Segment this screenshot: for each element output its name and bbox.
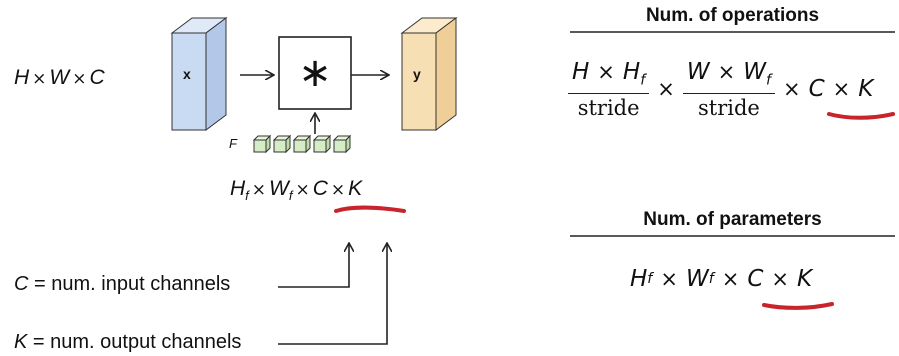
legend-output-channels: K = num. output channels — [14, 331, 242, 353]
legend-input-channels: C = num. input channels — [14, 273, 231, 295]
operations-fraction-width: W×Wf stride — [682, 58, 775, 120]
filter-cube — [252, 134, 272, 154]
input-block-label: x — [183, 66, 191, 82]
filter-cube — [332, 134, 352, 154]
filter-label: F — [229, 136, 237, 151]
input-dimensions-label: H×W×C — [14, 66, 105, 89]
underline-parameters-ck — [762, 302, 834, 310]
parameters-heading: Num. of parameters — [643, 209, 822, 230]
convolution-symbol: ∗ — [298, 50, 332, 96]
input-block — [170, 17, 228, 131]
output-block-label: y — [413, 66, 421, 82]
operations-fraction-height: H×Hf stride — [568, 58, 650, 120]
underline-filter-ck — [334, 205, 406, 213]
underline-operations-ck — [827, 112, 895, 120]
arrow-c-legend — [278, 244, 349, 288]
output-block — [400, 17, 458, 131]
filter-cube — [312, 134, 332, 154]
filter-cube — [272, 134, 292, 154]
filter-cube — [292, 134, 312, 154]
filter-cubes — [252, 134, 352, 154]
filter-dimensions-label: Hf×Wf×C×K — [230, 177, 363, 204]
arrow-k-legend — [278, 244, 387, 345]
convolution-box — [278, 36, 352, 110]
operations-formula: H×Hf stride × W×Wf stride × C × K — [568, 58, 873, 120]
operations-heading: Num. of operations — [645, 5, 820, 26]
